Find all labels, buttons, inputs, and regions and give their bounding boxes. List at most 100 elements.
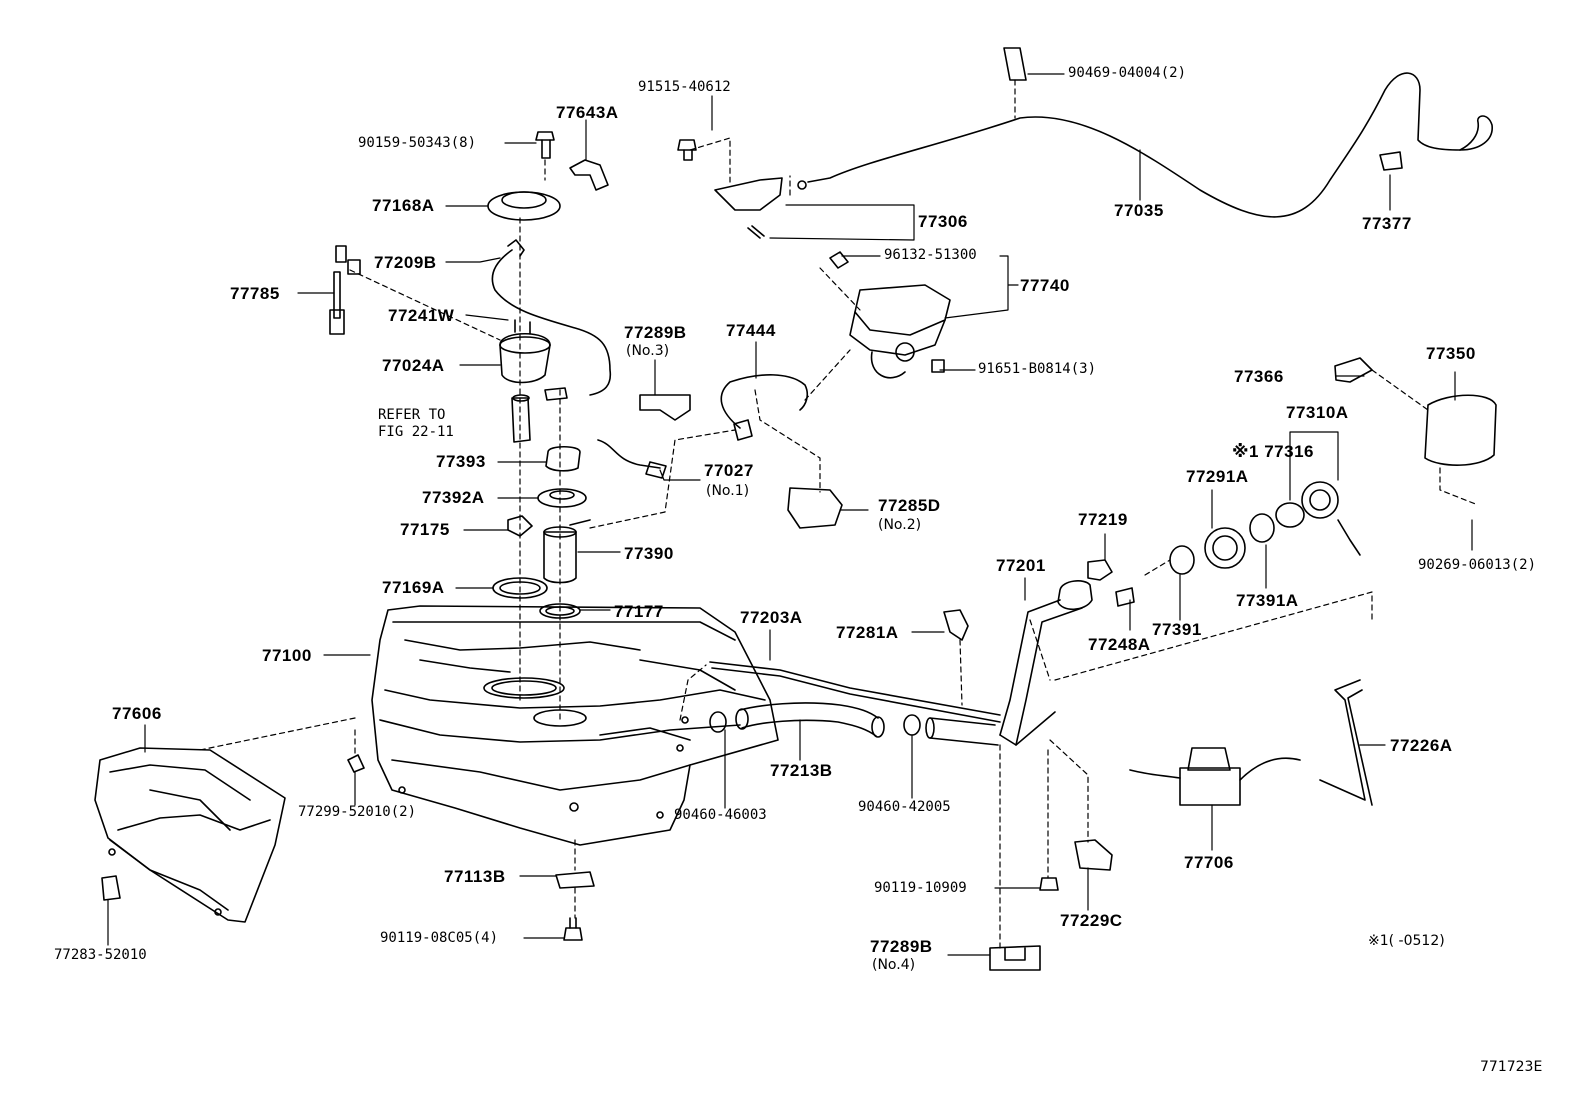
label-77643A: 77643A (556, 103, 619, 122)
label-77203A: 77203A (740, 608, 803, 627)
label-77306: 77306 (918, 212, 968, 231)
label-77248A: 77248A (1088, 635, 1151, 654)
label-77393: 77393 (436, 452, 486, 471)
ring-77392A (537, 488, 587, 508)
clamp-90460-42005 (903, 714, 921, 736)
cap-77393 (545, 445, 581, 472)
label-77168A: 77168A (372, 196, 435, 215)
label-no4: (No.4) (872, 957, 916, 973)
label-77785: 77785 (230, 284, 280, 303)
label-77291A: 77291A (1186, 467, 1249, 486)
label-90460-42005: 90460-42005 (858, 799, 951, 815)
label-91651-B0814: 91651-B0814(3) (978, 361, 1097, 377)
label-77113B: 77113B (444, 867, 506, 886)
label-90119-08C05: 90119-08C05(4) (380, 930, 499, 946)
figure-id: 771723E (1480, 1059, 1543, 1075)
bolt-90119-08C05 (563, 917, 583, 941)
gasket-77391 (1169, 545, 1195, 575)
bracket-77113B (555, 871, 595, 889)
canister-77390 (543, 519, 591, 584)
fuel-sender-77785 (329, 245, 361, 335)
label-77310A: 77310A (1286, 403, 1349, 422)
fuel-door-77350 (1424, 394, 1497, 466)
bracket-77643A (569, 159, 609, 191)
filler-pipe-77201 (999, 580, 1093, 746)
label-77350: 77350 (1426, 344, 1476, 363)
hose-77213B (735, 702, 885, 738)
label-77606: 77606 (112, 704, 162, 723)
label-no2: (No.2) (878, 517, 922, 533)
label-77392A: 77392A (422, 488, 485, 507)
label-90460-46003: 90460-46003 (674, 807, 767, 823)
clip-90469 (1003, 47, 1027, 81)
lever-77306 (714, 177, 807, 239)
label-77299-52010: 77299-52010(2) (298, 804, 417, 820)
clamp-77285D (787, 487, 843, 529)
label-77219: 77219 (1078, 510, 1128, 529)
hose-77203A (709, 661, 1001, 723)
label-77024A: 77024A (382, 356, 445, 375)
gasket-77316 (1275, 502, 1305, 528)
pump-assembly-77024A (491, 239, 612, 443)
label-77201: 77201 (996, 556, 1046, 575)
label-77226A: 77226A (1390, 736, 1453, 755)
label-77444: 77444 (726, 321, 776, 340)
label-77027: 77027 (704, 461, 754, 480)
cable-77035 (807, 72, 1493, 218)
vent-valve-77706 (1129, 747, 1301, 806)
label-no1: (No.1) (706, 483, 750, 499)
breather-tube-77226A (1319, 679, 1373, 806)
leader-lines (107, 73, 1473, 956)
label-77035: 77035 (1114, 201, 1164, 220)
gasket-77391A (1249, 513, 1275, 543)
clamp-77289B-no4 (989, 945, 1041, 971)
label-77177: 77177 (614, 602, 664, 621)
fuel-tank (371, 605, 779, 846)
charcoal-canister-77740 (829, 251, 951, 379)
label-77740: 77740 (1020, 276, 1070, 295)
label-77289B-no3: 77289B (624, 323, 687, 342)
clamp-77289B-no3 (639, 394, 691, 421)
label-77169A: 77169A (382, 578, 445, 597)
lock-ring-77168A (487, 191, 561, 221)
label-90159-50343: 90159-50343(8) (358, 135, 477, 151)
label-91515-40612: 91515-40612 (638, 79, 731, 95)
hose-77281A (925, 717, 999, 746)
label-96132-51300: 96132-51300 (884, 247, 977, 263)
assembly-guides (199, 79, 1479, 949)
bolt-91515 (677, 139, 697, 161)
clamp-90460-46003 (709, 711, 727, 733)
label-77175: 77175 (400, 520, 450, 539)
label-77289B-no4: 77289B (870, 937, 933, 956)
label-77706: 77706 (1184, 853, 1234, 872)
bolt-90159 (535, 131, 555, 159)
bracket-77281A (943, 609, 969, 641)
bolt-90119-10909 (1039, 877, 1059, 891)
footnote: ※1( -0512) (1368, 933, 1445, 949)
label-77213B: 77213B (770, 761, 833, 780)
clip-77248A (1115, 587, 1135, 607)
label-77377: 77377 (1362, 214, 1412, 233)
label-refer-line1: REFER TO (378, 407, 446, 423)
hose-77027 (597, 439, 667, 479)
label-77283-52010: 77283-52010 (54, 947, 147, 963)
label-77316: ※1 77316 (1232, 442, 1314, 461)
cap-77310A (1301, 481, 1361, 556)
label-77100: 77100 (262, 646, 312, 665)
label-77391: 77391 (1152, 620, 1202, 639)
label-77209B: 77209B (374, 253, 437, 272)
tank-shield-77606 (94, 747, 286, 923)
label-77281A: 77281A (836, 623, 899, 642)
retainer-77291A (1204, 527, 1246, 569)
label-77390: 77390 (624, 544, 674, 563)
label-refer-line2: FIG 22-11 (378, 424, 454, 440)
label-77391A: 77391A (1236, 591, 1299, 610)
clip-77219 (1087, 559, 1113, 581)
label-90269-06013: 90269-06013(2) (1418, 557, 1537, 573)
label-77241W: 77241W (388, 306, 455, 325)
label-no3: (No.3) (626, 343, 670, 359)
grommet-77299 (347, 754, 365, 773)
label-77229C: 77229C (1060, 911, 1123, 930)
label-90119-10909: 90119-10909 (874, 880, 967, 896)
clip-77366 (1334, 357, 1373, 383)
